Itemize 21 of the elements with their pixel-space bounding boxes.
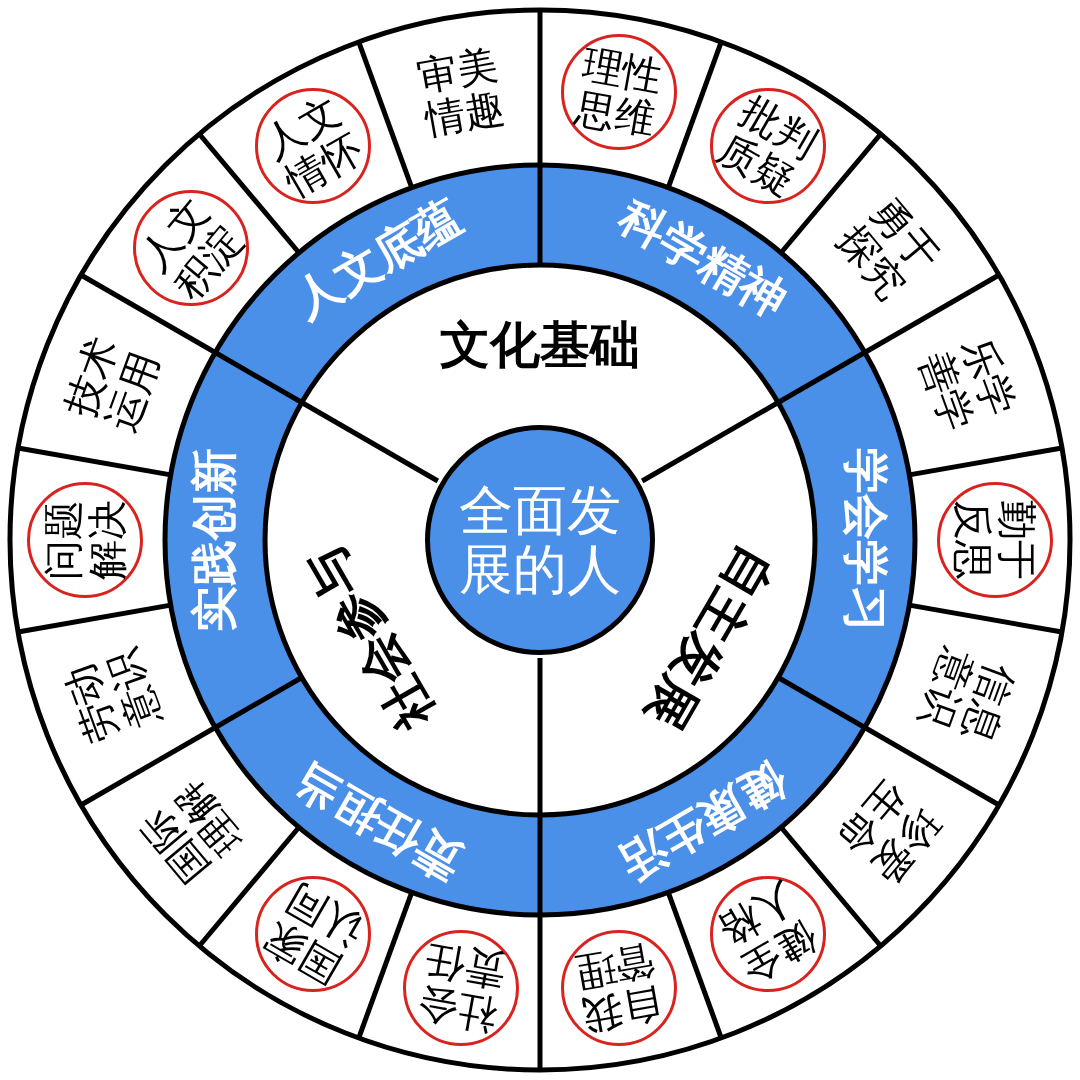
segment-label: 审美情趣: [412, 41, 510, 143]
circled-label: 理性思维: [561, 33, 677, 150]
sector-label: 文化基础: [440, 311, 640, 379]
circled-label: 人文情怀: [254, 87, 371, 204]
circled-label: 批判质疑: [709, 87, 826, 204]
circled-label: 自我管理: [561, 930, 677, 1047]
segment-label: 国际理解: [130, 772, 253, 893]
circled-label: 人文积淀: [133, 189, 250, 306]
segment-label: 信息意识: [911, 641, 1024, 751]
band-label: 学会学习: [834, 448, 896, 632]
circled-label: 勤于反思: [937, 482, 1053, 598]
segment-label: 技术运用: [56, 329, 169, 439]
segment-label: 勇于探究: [827, 187, 950, 308]
segment-label: 珍爱生命: [827, 772, 950, 893]
circled-label: 健全人格: [709, 876, 826, 993]
segment-label: 乐学善学: [911, 329, 1024, 439]
segment-label: 劳动意识: [56, 641, 169, 751]
circled-label: 国家认同: [254, 876, 371, 993]
circled-label: 问题解决: [27, 482, 143, 598]
circled-label: 社会责任: [403, 930, 519, 1047]
band-label: 实践创新: [184, 448, 246, 632]
